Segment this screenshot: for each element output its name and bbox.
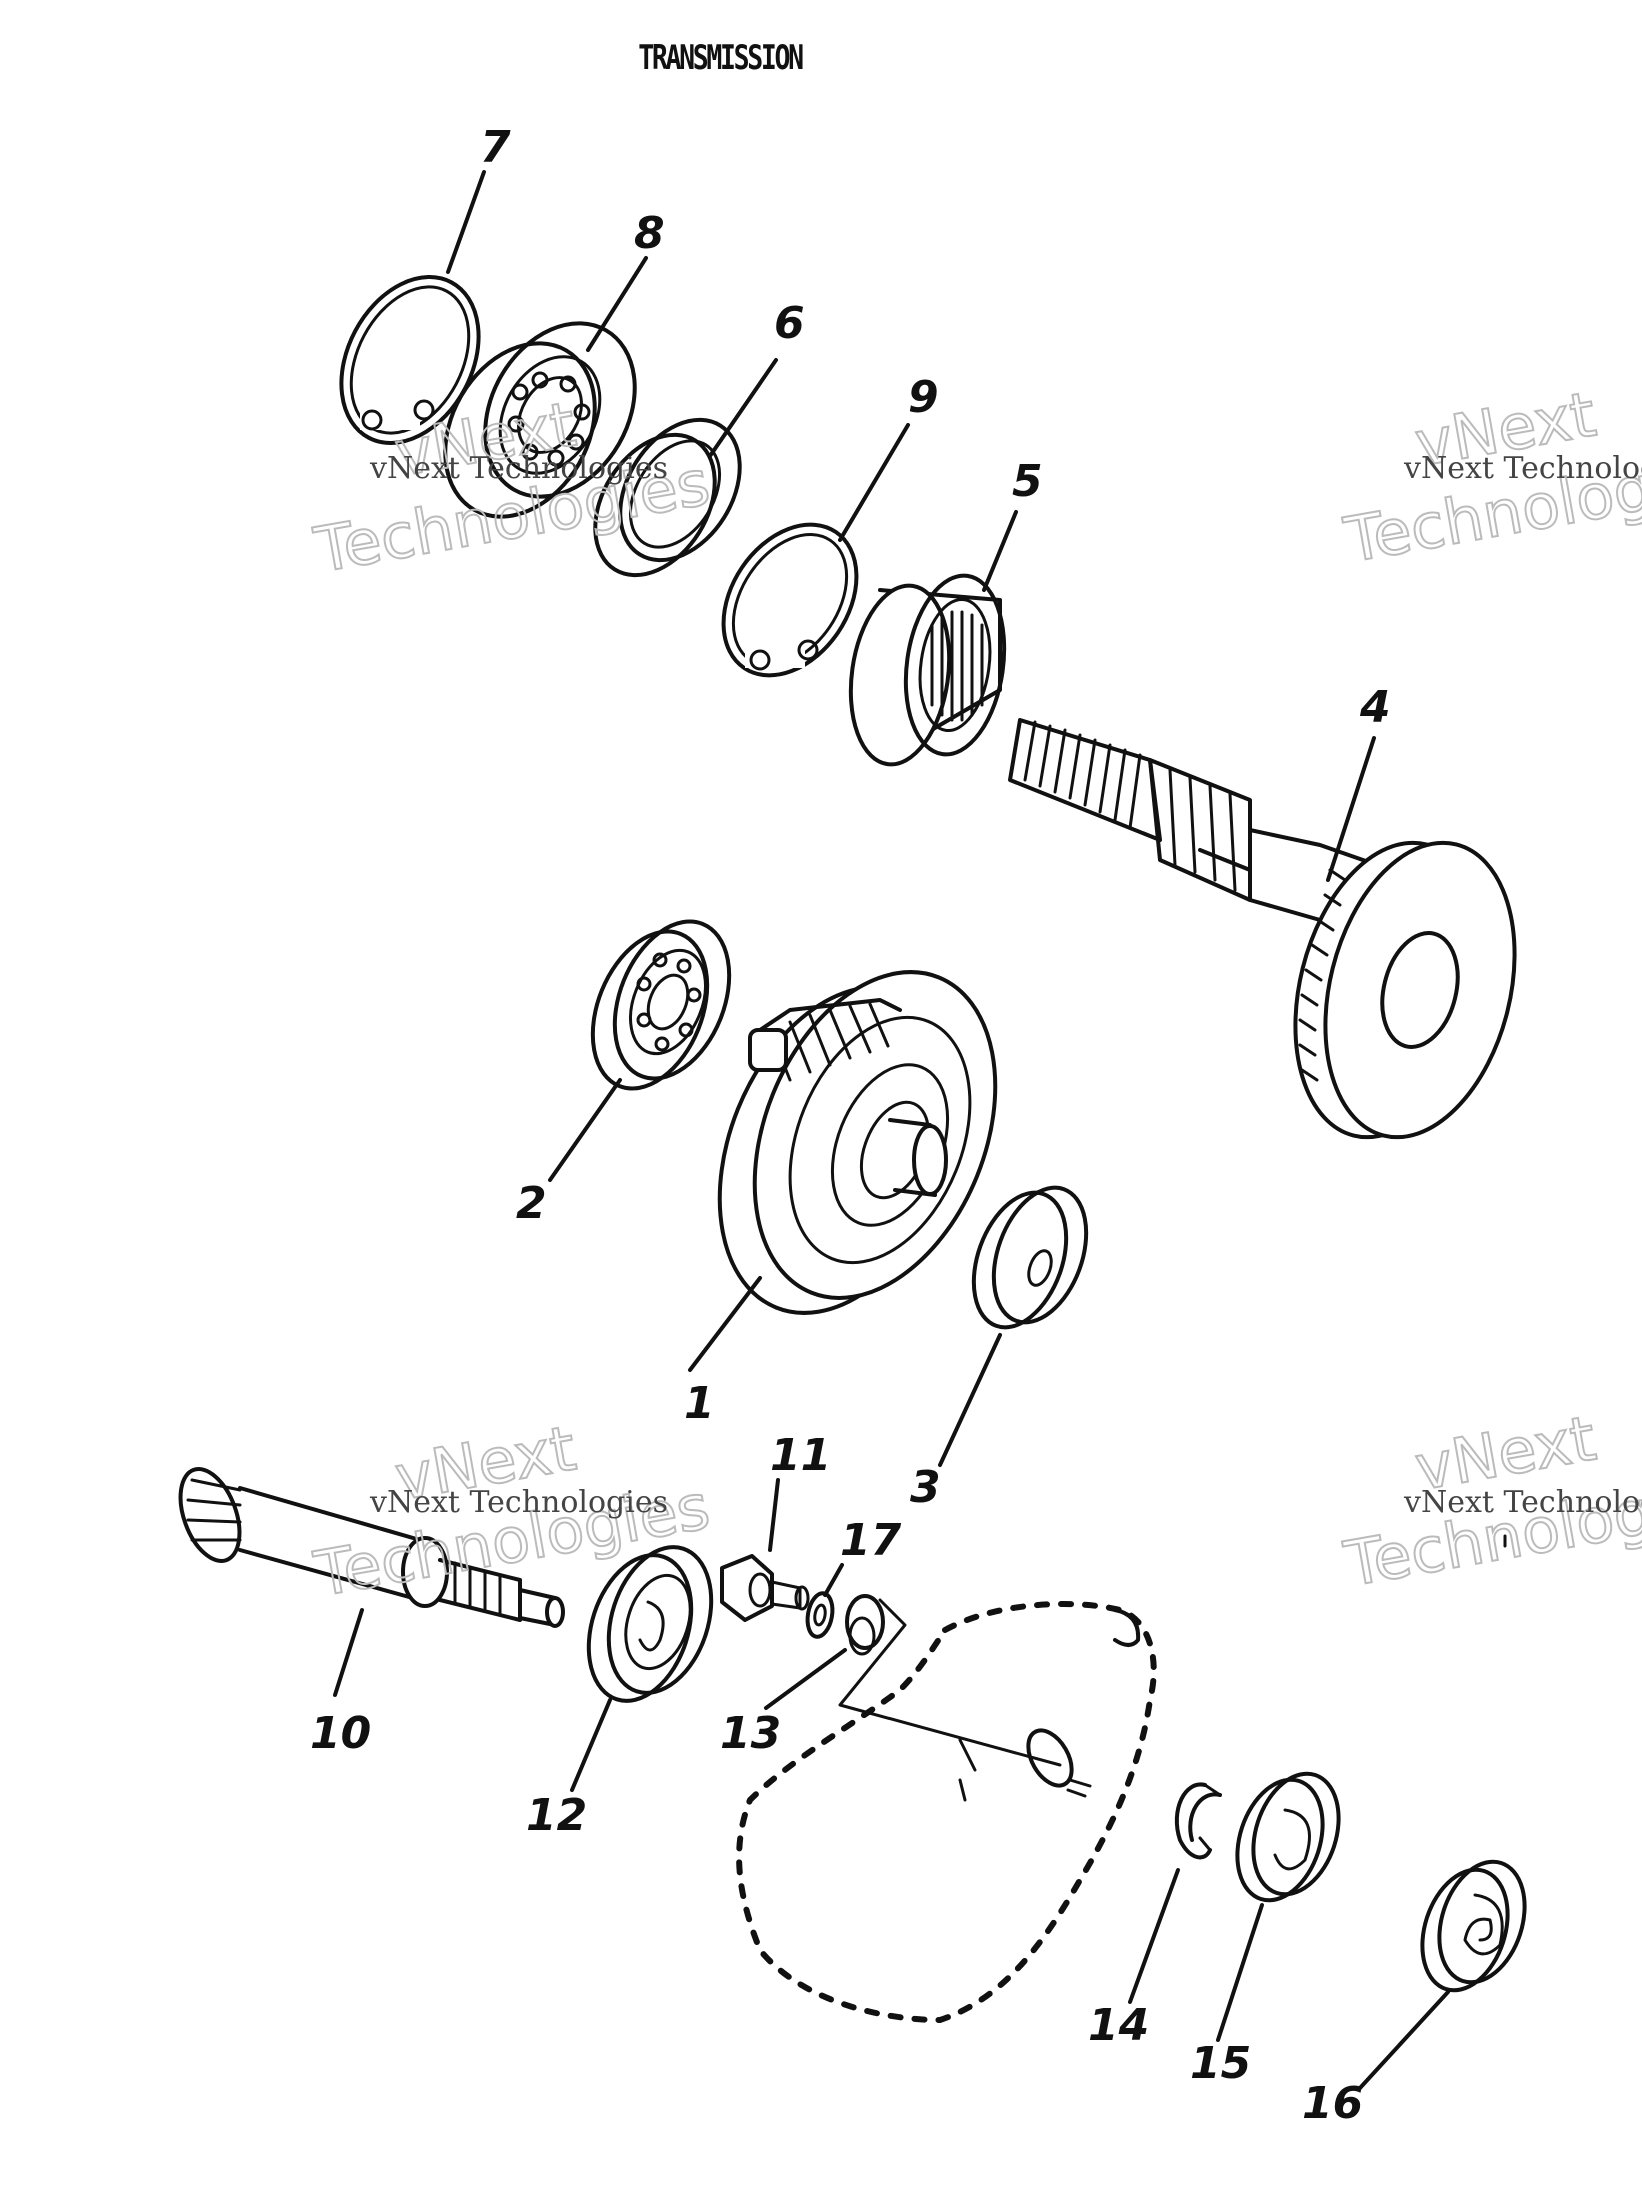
callout-8: 8 — [634, 208, 665, 259]
part-10-drive-shaft — [178, 1467, 565, 1628]
svg-text:vNext Technolog: vNext Technolog — [1403, 1485, 1642, 1520]
part-9-circlip — [721, 522, 859, 678]
watermark-bottom-right: vNext Technolog vNext Technolog — [1338, 1400, 1642, 1602]
part-7-circlip — [339, 275, 481, 445]
svg-text:vNext Technolog: vNext Technolog — [1403, 451, 1642, 486]
callout-15: 15 — [1190, 2038, 1251, 2089]
callout-5: 5 — [1012, 456, 1043, 507]
callout-7: 7 — [480, 122, 511, 173]
callout-10: 10 — [310, 1708, 371, 1759]
callout-17: 17 — [840, 1515, 902, 1566]
part-15-oil-seal — [1235, 1771, 1341, 1903]
watermark-bottom-left: vNext Technologies vNext Technologies — [308, 1410, 716, 1612]
callout-13: 13 — [720, 1708, 781, 1759]
part-14-circlip — [1174, 1782, 1222, 1860]
part-5-needle-bearing — [848, 573, 1007, 767]
part-13-washer — [845, 1594, 885, 1656]
callout-6: 6 — [774, 298, 805, 349]
callout-12: 12 — [526, 1790, 587, 1841]
part-8-ball-bearing — [443, 321, 637, 519]
part-1-clutch-gear — [717, 970, 998, 1315]
diagram-title: TRANSMISSION — [638, 38, 804, 78]
leader-lines — [333, 170, 1450, 2090]
callout-14: 14 — [1088, 2000, 1149, 2051]
part-16-oil-seal — [1420, 1859, 1527, 1993]
callout-11: 11 — [770, 1430, 831, 1481]
gasket-outline — [736, 1598, 1157, 2024]
callout-3: 3 — [910, 1462, 941, 1513]
part-3-washer — [971, 1185, 1089, 1330]
part-2-ball-bearing — [590, 919, 732, 1091]
callout-1: 1 — [684, 1378, 715, 1429]
part-6-spacer-ring — [593, 417, 742, 578]
svg-text:vNext Technologies: vNext Technologies — [369, 1485, 668, 1520]
part-12-ball-bearing — [586, 1545, 714, 1703]
callout-numbers: 7 8 6 9 5 4 2 1 3 11 17 10 13 12 14 15 1… — [310, 122, 1391, 2129]
callout-4: 4 — [1359, 682, 1391, 733]
watermark-top-right: vNext Technolog vNext Technolog — [1338, 376, 1642, 578]
part-4-output-shaft-gear — [1008, 718, 1517, 1140]
svg-text:vNext Technologies: vNext Technologies — [369, 451, 668, 486]
callout-9: 9 — [908, 372, 939, 423]
callout-16: 16 — [1302, 2078, 1363, 2129]
part-11-nut — [720, 1554, 810, 1622]
callout-2: 2 — [516, 1178, 547, 1229]
